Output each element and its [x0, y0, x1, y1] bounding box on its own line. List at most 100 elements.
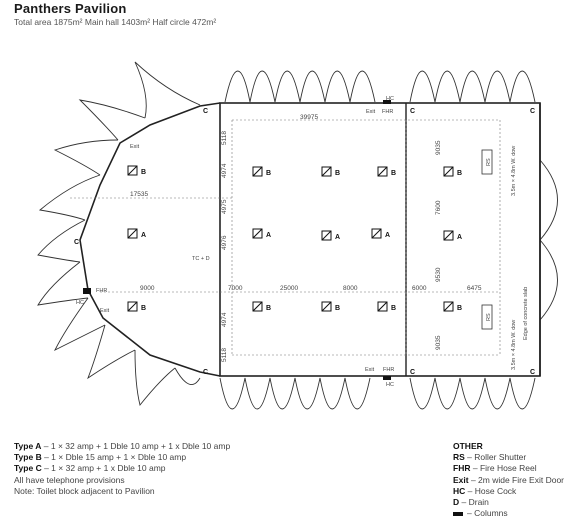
svg-text:Exit: Exit — [365, 367, 375, 373]
outlet-a: A — [371, 228, 390, 239]
svg-text:9035: 9035 — [435, 140, 442, 155]
svg-text:B: B — [457, 305, 462, 312]
dimensions: 39975 17535 9000 7000 25000 8000 6000 64… — [130, 114, 529, 370]
svg-text:7000: 7000 — [228, 285, 243, 292]
tent-scallops-top — [224, 70, 536, 103]
svg-text:A: A — [457, 234, 462, 241]
area-summary: Total area 1875m² Main hall 1403m² Half … — [14, 17, 217, 27]
legend-exit: Exit – 2m wide Fire Exit Door — [453, 474, 565, 485]
outlet-a: A — [127, 228, 146, 239]
outlets: B A B B B B B A — [127, 165, 462, 312]
columns — [83, 100, 391, 380]
svg-text:A: A — [385, 232, 390, 239]
svg-text:FHR: FHR — [382, 109, 393, 115]
outlet-a: A — [252, 228, 271, 239]
legend-type-b: Type B – 1 × Dble 15 amp + 1 × Dble 10 a… — [14, 452, 187, 463]
legend-type-c: Type C – 1 × 32 amp + 1 x Dble 10 amp — [14, 463, 166, 474]
svg-text:25000: 25000 — [280, 285, 298, 292]
svg-text:6475: 6475 — [467, 285, 482, 292]
outlet-b: B — [127, 301, 146, 312]
svg-text:3.5m × 4.8m W. dow: 3.5m × 4.8m W. dow — [511, 320, 517, 370]
svg-text:8000: 8000 — [343, 285, 358, 292]
outlet-type-legend: Type A – 1 × 32 amp + 1 Dble 10 amp + 1 … — [14, 441, 230, 497]
svg-text:B: B — [391, 305, 396, 312]
outlet-b: B — [443, 301, 462, 312]
legend-rs: RS – Roller Shutter — [453, 452, 527, 463]
svg-text:5118: 5118 — [221, 131, 228, 145]
half-circle-wall — [79, 102, 221, 377]
corner-label-c: C — [410, 369, 415, 376]
roller-shutters: RS RS — [481, 149, 493, 330]
svg-text:Edge of concrete slab: Edge of concrete slab — [523, 287, 529, 340]
outlet-b: B — [377, 166, 396, 177]
svg-text:B: B — [141, 305, 146, 312]
outlet-b: B — [321, 301, 340, 312]
outlet-a: A — [443, 230, 462, 241]
svg-text:Exit: Exit — [130, 144, 140, 150]
corner-label-c: C — [410, 108, 415, 115]
legend-note: Note: Toilet block adjacent to Pavilion — [14, 485, 155, 496]
outlet-b: B — [377, 301, 396, 312]
svg-text:B: B — [266, 170, 271, 177]
svg-text:A: A — [266, 232, 271, 239]
outlet-b: B — [443, 166, 462, 177]
svg-text:TC + D: TC + D — [192, 256, 210, 262]
svg-text:17535: 17535 — [130, 191, 148, 198]
svg-text:9530: 9530 — [435, 267, 442, 282]
svg-text:B: B — [141, 169, 146, 176]
legend-fhr: FHR – Fire Hose Reel — [453, 463, 537, 474]
other-legend: OTHER RS – Roller Shutter FHR – Fire Hos… — [453, 441, 564, 519]
outlet-b: B — [252, 301, 271, 312]
corner-label-c: C — [530, 369, 535, 376]
outlet-b: B — [127, 165, 146, 176]
corner-label-c: C — [530, 108, 535, 115]
svg-text:A: A — [335, 234, 340, 241]
other-heading: OTHER — [453, 441, 483, 451]
svg-text:4976: 4976 — [221, 235, 228, 250]
svg-text:Exit: Exit — [100, 308, 110, 314]
svg-text:FHR: FHR — [96, 288, 107, 294]
legend-note: All have telephone provisions — [14, 474, 125, 485]
corner-label-c: C — [203, 369, 208, 376]
svg-text:B: B — [266, 305, 271, 312]
svg-text:4974: 4974 — [221, 163, 228, 178]
svg-text:B: B — [335, 305, 340, 312]
svg-text:9035: 9035 — [435, 335, 442, 350]
grid-lines — [70, 119, 501, 356]
corner-label-c: C — [74, 239, 79, 246]
legend-hc: HC – Hose Cock — [453, 485, 517, 496]
svg-text:7600: 7600 — [435, 200, 442, 215]
svg-text:Exit: Exit — [366, 109, 376, 115]
svg-text:HC: HC — [386, 96, 394, 102]
svg-text:HC: HC — [76, 300, 84, 306]
service-labels: Exit FHR HC Exit FHR HC Exit FHR HC Exit — [76, 96, 394, 388]
tent-scallops-bottom — [219, 377, 536, 410]
svg-text:HC: HC — [386, 382, 394, 388]
svg-text:6000: 6000 — [412, 285, 427, 292]
svg-text:A: A — [141, 232, 146, 239]
page-title: Panthers Pavilion — [14, 1, 127, 16]
column-swatch-icon — [453, 511, 463, 516]
corner-label-c: C — [203, 108, 208, 115]
svg-text:B: B — [457, 170, 462, 177]
svg-text:B: B — [335, 170, 340, 177]
legend-type-a: Type A – 1 × 32 amp + 1 Dble 10 amp + 1 … — [14, 441, 231, 451]
svg-text:5118: 5118 — [221, 348, 228, 362]
svg-text:FHR: FHR — [383, 367, 394, 373]
svg-text:RS: RS — [486, 313, 492, 321]
outlet-b: B — [321, 166, 340, 177]
legend-columns: – Columns — [453, 508, 564, 519]
svg-text:9000: 9000 — [140, 285, 155, 292]
outlet-b: B — [252, 166, 271, 177]
tent-scallops-right — [539, 159, 558, 321]
svg-text:3.5m × 4.8m W. dow: 3.5m × 4.8m W. dow — [511, 146, 517, 196]
outlet-a: A — [321, 230, 340, 241]
svg-text:4975: 4975 — [221, 199, 228, 214]
main-hall-outline — [219, 102, 541, 377]
tent-spikes-left — [37, 61, 201, 406]
svg-text:39975: 39975 — [300, 114, 318, 121]
svg-text:RS: RS — [486, 158, 492, 166]
svg-text:B: B — [391, 170, 396, 177]
svg-text:4974: 4974 — [221, 312, 228, 327]
